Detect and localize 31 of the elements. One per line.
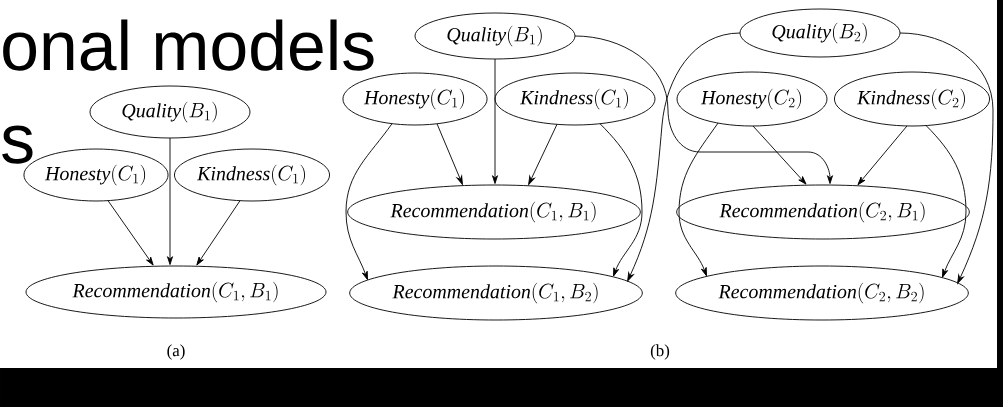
ellipse-node: $\mathit{Kindness}(C_{1})$ bbox=[494, 72, 656, 126]
arrow bbox=[345, 123, 393, 280]
arrow bbox=[167, 137, 173, 265]
arrow bbox=[857, 125, 908, 186]
arrow bbox=[196, 200, 241, 266]
arrow bbox=[107, 200, 154, 266]
arrow bbox=[678, 122, 719, 277]
ellipse-node: $\mathit{Kindness}(C_{2})$ bbox=[834, 71, 991, 127]
heading-text: onal models bbox=[3, 19, 374, 71]
arrow bbox=[752, 125, 807, 185]
ellipse-node: $\mathit{Quality}(B_{2})$ bbox=[739, 8, 901, 58]
ellipse-node: $\mathit{Recommendation}(C_{1}, B_{2})$ bbox=[349, 265, 643, 321]
ellipse-node: $\mathit{Quality}(B_{1})$ bbox=[414, 12, 576, 60]
arrow bbox=[899, 32, 994, 284]
arrow bbox=[925, 125, 967, 278]
ellipse-node: $\mathit{Quality}(B_{1})$ bbox=[89, 85, 251, 139]
arrow bbox=[627, 32, 741, 282]
ellipse-node: $\mathit{Honesty}(C_{2})$ bbox=[676, 71, 828, 127]
ellipse-node: $\mathit{Recommendation}(C_{2}, B_{1})$ bbox=[676, 184, 970, 240]
arrow bbox=[528, 123, 558, 185]
panel-label: (b) bbox=[650, 344, 670, 360]
panel-label: (a) bbox=[167, 344, 185, 360]
ellipse-node: $\mathit{Recommendation}(C_{1}, B_{1})$ bbox=[347, 184, 641, 240]
ellipse-node: $\mathit{Recommendation}(C_{2}, B_{2})$ bbox=[675, 265, 969, 321]
arrow bbox=[492, 58, 498, 184]
ellipse-node: $\mathit{Recommendation}(C_{1}, B_{1})$ bbox=[25, 265, 327, 319]
ellipse-node: $\mathit{Honesty}(C_{1})$ bbox=[342, 72, 488, 126]
arrow bbox=[599, 123, 643, 277]
arrow bbox=[436, 123, 463, 185]
arrow bbox=[574, 35, 833, 184]
ellipse-node: $\mathit{Kindness}(C_{1})$ bbox=[174, 148, 331, 202]
